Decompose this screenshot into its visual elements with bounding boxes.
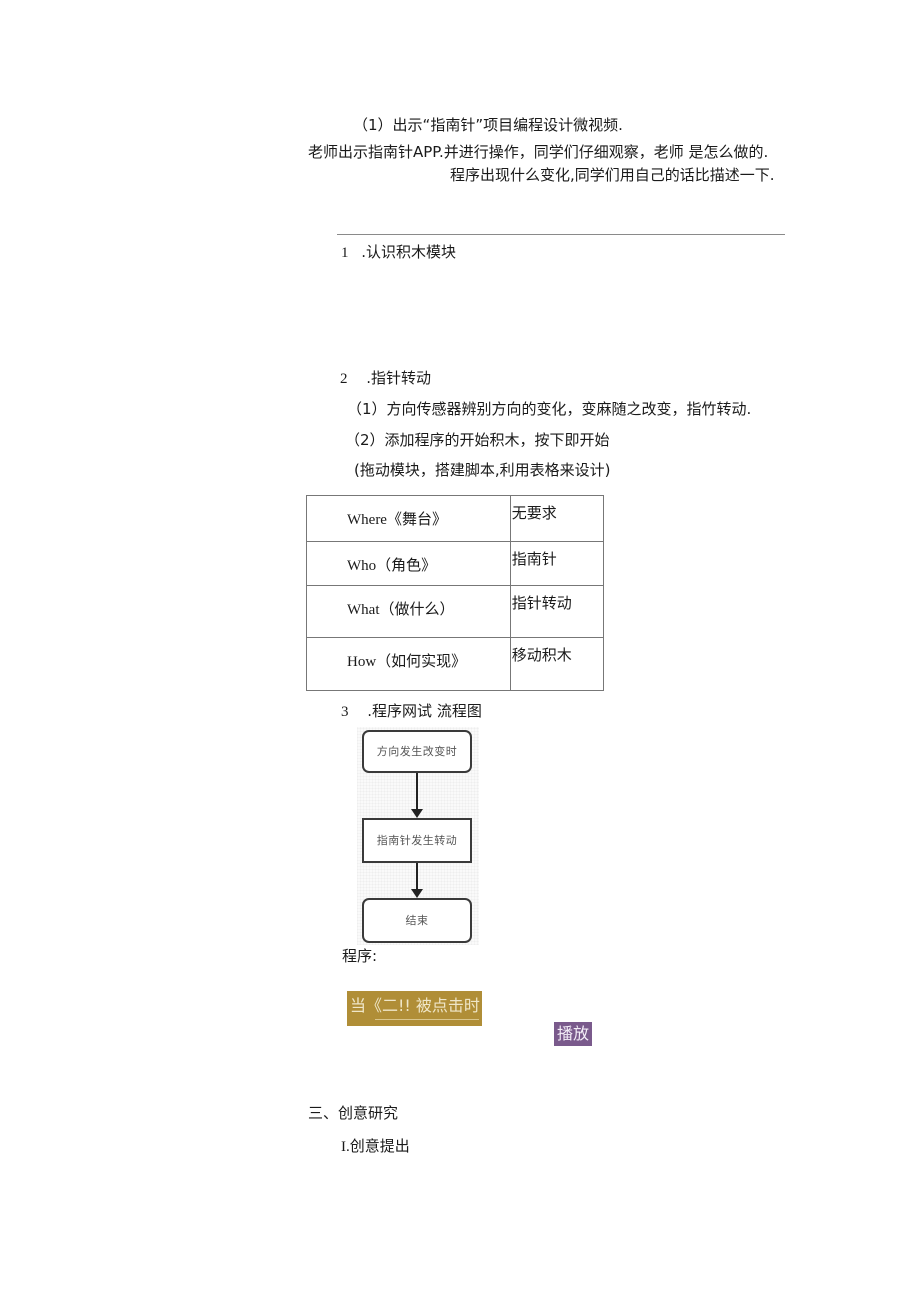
event-block-underline <box>375 1019 479 1020</box>
section-3-number: 3 <box>341 704 349 720</box>
flowchart-process-node: 指南针发生转动 <box>362 818 472 863</box>
table-row: Who（角色》 指南针 <box>306 541 605 586</box>
section-1-number: 1 <box>341 245 349 261</box>
intro-line-2: 老师出示指南针APP.并进行操作，同学们仔细观察，老师 是怎么做的. <box>308 143 769 161</box>
section-2-note: (拖动模块，搭建脚本,利用表格来设计) <box>354 461 611 479</box>
intro-line-3: 程序出现什么变化,同学们用自己的话比描述一下. <box>450 166 775 184</box>
section-2-item-1: （1）方向传感器辨别方向的变化，变麻随之改变，指竹转动. <box>347 400 752 418</box>
program-label: 程序: <box>342 947 378 965</box>
flowchart: 方向发生改变时 指南针发生转动 结束 <box>357 727 479 945</box>
arrow-down-icon <box>411 809 423 818</box>
section-2-heading: 2 .指针转动 <box>340 368 431 389</box>
flowchart-end-node: 结束 <box>362 898 472 943</box>
section-1-title: .认识积木模块 <box>361 243 457 261</box>
intro-line-1: （1）出示“指南针”项目编程设计微视频. <box>353 116 623 134</box>
section-2-title: .指针转动 <box>366 369 432 387</box>
divider-line <box>337 234 785 235</box>
flowchart-start-node: 方向发生改变时 <box>362 730 472 773</box>
table-row: Where《舞台》 无要求 <box>306 495 605 542</box>
table-cell-key: What （做什么） <box>306 585 511 638</box>
when-clicked-event-block[interactable]: 当《二!! 被点击时 <box>347 991 482 1026</box>
design-table: Where《舞台》 无要求 Who（角色》 指南针 What （做什么） 指针转… <box>306 495 605 691</box>
section-1-heading: 1 .认识积木模块 <box>341 242 456 263</box>
table-cell-value: 无要求 <box>509 495 605 542</box>
table-row: What （做什么） 指针转动 <box>306 585 605 638</box>
section-2-item-2: （2）添加程序的开始积木，按下即开始 <box>345 431 610 449</box>
table-cell-key: Who（角色》 <box>306 541 511 586</box>
section-2-number: 2 <box>340 371 348 387</box>
event-block-label: 当《二!! 被点击时 <box>350 996 480 1015</box>
play-sound-block[interactable]: 播放 <box>554 1022 592 1046</box>
chapter-3-sub-1: I.创意提出 <box>341 1139 410 1155</box>
table-cell-key: Where《舞台》 <box>306 495 511 542</box>
flowchart-arrow <box>416 773 418 811</box>
arrow-down-icon <box>411 889 423 898</box>
section-3-title: .程序网试 流程图 <box>367 702 482 720</box>
table-cell-key: How （如何实现》 <box>306 637 511 691</box>
section-3-heading: 3 .程序网试 流程图 <box>341 701 482 722</box>
table-cell-value: 指南针 <box>509 541 605 586</box>
chapter-3-title: 三、创意研究 <box>308 1104 399 1122</box>
table-row: How （如何实现》 移动积木 <box>306 637 605 691</box>
table-cell-value: 指针转动 <box>509 585 605 638</box>
table-cell-value: 移动积木 <box>509 637 605 691</box>
flowchart-arrow <box>416 863 418 891</box>
